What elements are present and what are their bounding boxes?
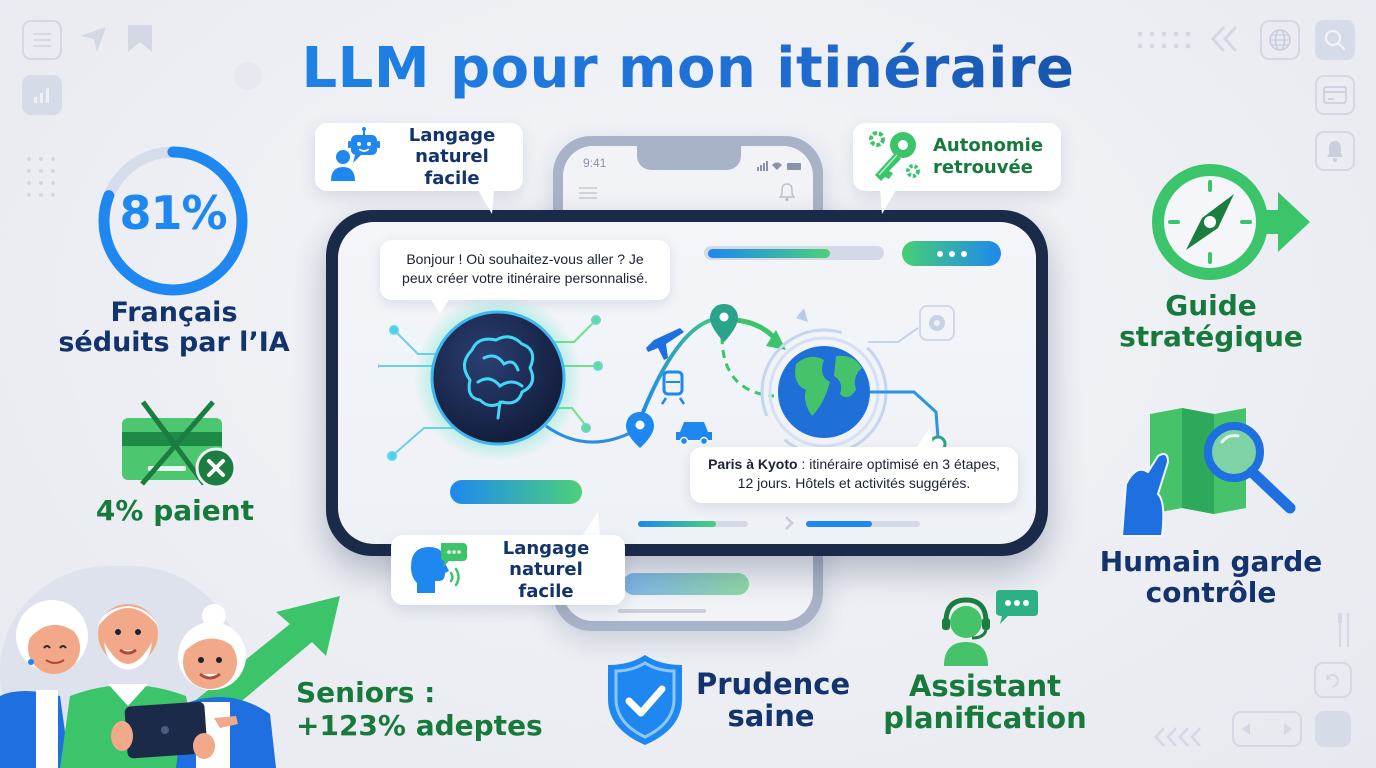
phone-notch (637, 146, 741, 170)
callout-natural-language-top: Langage naturel facile (315, 123, 523, 191)
feature-prudence-label: Prudence saine (696, 667, 851, 734)
dot (948, 250, 955, 257)
feature-assistant-label: Assistant planification (883, 669, 1087, 736)
navigation-arrow-icon[interactable] (78, 24, 108, 59)
square-button[interactable] (1315, 711, 1351, 747)
menu-icon[interactable] (579, 186, 597, 205)
bubble-tail (880, 190, 896, 214)
bubble-tail (582, 512, 600, 536)
chevron-right-icon[interactable] (784, 516, 794, 535)
stats-icon[interactable] (22, 75, 62, 115)
callout-autonomy: Autonomie retrouvée (853, 123, 1061, 191)
bell-icon[interactable] (1315, 131, 1355, 171)
back-phone-pill (623, 573, 749, 595)
bot-message-bubble: Bonjour ! Où souhaitez-vous aller ? Je p… (380, 240, 670, 300)
dot-grid-decoration (1137, 31, 1193, 54)
donut-81-percent (94, 142, 252, 305)
stat-81-value: 81% (119, 186, 227, 240)
stat-seniors-label: Seniors : +123% adeptes (296, 676, 543, 743)
page-title: LLM pour mon itinéraire (0, 36, 1376, 101)
headset-agent-icon (936, 588, 1040, 671)
quadruple-chevron-left-icon (1154, 726, 1206, 753)
double-chevron-left-icon[interactable] (1210, 26, 1238, 57)
map-magnifier-icon (1120, 404, 1302, 543)
dot (960, 250, 967, 257)
stat-81-label: Français séduits par l’IA (58, 297, 290, 359)
stat-4-percent-label: 4% paient (95, 494, 255, 527)
home-indicator (618, 609, 706, 613)
key-gears-icon (867, 127, 923, 188)
ai-route-illustration (369, 294, 1018, 503)
step-progress-fill (806, 521, 872, 527)
shield-check-icon (604, 653, 686, 752)
credit-card-icon[interactable] (1315, 75, 1355, 115)
ghost-dot (234, 62, 262, 90)
feature-human-label: Humain garde contrôle (1099, 545, 1323, 610)
send-button[interactable] (450, 480, 582, 504)
globe-icon[interactable] (1260, 20, 1300, 60)
bookmark-icon[interactable] (126, 24, 154, 59)
feature-guide-label: Guide stratégique (1119, 289, 1303, 354)
compass-arrow-icon (1150, 160, 1314, 289)
result-message-bubble: Paris à Kyoto : itinéraire optimisé en 3… (690, 447, 1018, 503)
result-details: : itinéraire optimisé en 3 étapes, 12 jo… (737, 456, 1000, 491)
undo-icon[interactable] (1314, 662, 1352, 698)
result-route: Paris à Kyoto (708, 456, 798, 472)
user-robot-chat-icon (329, 126, 385, 188)
bubble-tail (478, 190, 494, 214)
step-progress-fill (638, 521, 716, 527)
bell-icon[interactable] (778, 182, 796, 207)
dot (936, 250, 943, 257)
status-signal-wifi-battery-icon (757, 158, 803, 176)
progress-fill (708, 249, 830, 258)
seniors-illustration (0, 586, 340, 768)
search-icon[interactable] (1315, 20, 1355, 60)
utensils-icon (1336, 613, 1352, 652)
more-options-button[interactable] (902, 241, 1001, 266)
phone-main: Bonjour ! Où souhaitez-vous aller ? Je p… (326, 210, 1048, 556)
status-time: 9:41 (583, 156, 607, 170)
bubble-tail (916, 428, 934, 448)
bubble-tail (430, 298, 450, 314)
dot-grid-decoration (26, 156, 60, 213)
callout-natural-language-bottom: Langage naturel facile (391, 535, 625, 605)
menu-icon[interactable] (22, 20, 62, 60)
crossed-credit-card-icon (118, 398, 242, 495)
speaking-head-icon (405, 539, 471, 602)
pager-control[interactable] (1232, 711, 1302, 747)
